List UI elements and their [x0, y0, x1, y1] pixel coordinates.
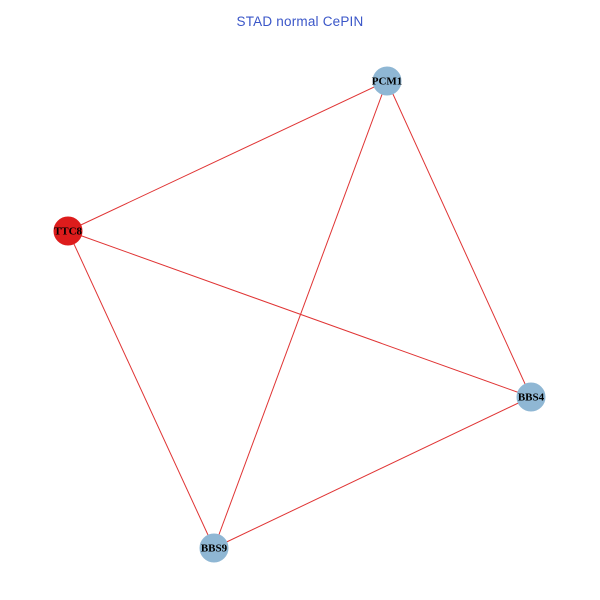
node-PCM1 — [372, 66, 402, 96]
edge-PCM1-BBS4 — [386, 80, 532, 398]
node-BBS4 — [516, 382, 546, 412]
node-TTC8 — [53, 216, 83, 246]
edge-layer — [67, 80, 532, 549]
edge-TTC8-BBS9 — [67, 230, 215, 549]
node-label-BBS9: BBS9 — [201, 543, 228, 555]
node-BBS9 — [199, 533, 229, 563]
edge-TTC8-BBS4 — [67, 230, 532, 398]
node-label-TTC8: TTC8 — [54, 226, 83, 238]
node-label-BBS4: BBS4 — [518, 392, 545, 404]
figure-title: STAD normal CePIN — [236, 14, 364, 29]
node-label-PCM1: PCM1 — [372, 76, 403, 88]
edge-BBS4-BBS9 — [213, 396, 532, 549]
edge-PCM1-TTC8 — [67, 80, 388, 232]
